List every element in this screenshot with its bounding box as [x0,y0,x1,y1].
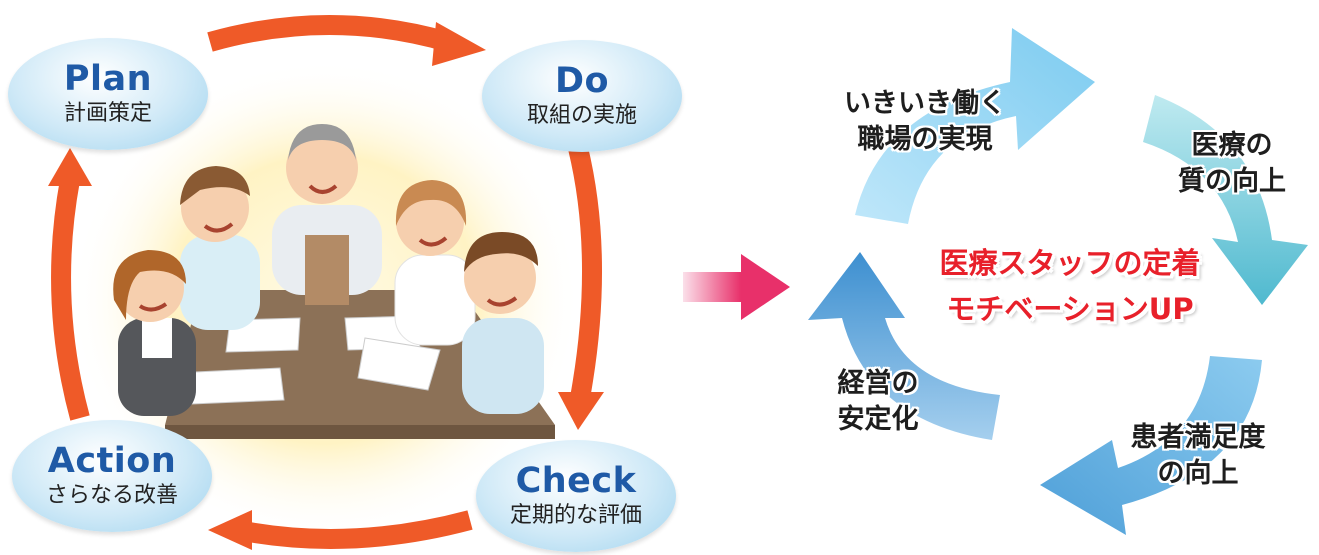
arrowhead-1 [432,22,486,66]
center-message-line2: モチベーションUP [946,292,1194,326]
benefit-cycle-arrows [808,28,1308,535]
cycle-label-workplace: いきいき働く 職場の実現 [810,86,1040,158]
person-doctor [272,124,382,305]
person-woman-left [113,250,196,416]
pdca-do-subtitle: 取組の実施 [526,103,637,128]
pdca-action-subtitle: さらなる改善 [45,483,178,508]
person-man-left [180,166,260,330]
center-message-line1: 医療スタッフの定着 [939,246,1201,280]
cycle-label-management: 経営の 安定化 [808,366,948,438]
meeting-illustration [113,124,555,439]
arrowhead-4 [48,148,92,186]
pdca-do-oval: Do 取組の実施 [482,40,682,152]
pdca-cycle-arrows [51,15,602,549]
cycle-label-satisfaction: 患者満足度 の向上 [1098,420,1298,492]
cycle-arrow-bottom [1040,356,1262,535]
pdca-check-subtitle: 定期的な評価 [509,503,642,528]
pdca-plan-oval: Plan 計画策定 [8,38,208,150]
cycle-label-management-line2: 安定化 [837,404,919,435]
cycle-label-management-line1: 経営の [837,368,919,399]
arrow-action-to-plan [51,178,90,421]
arrow-plan-to-do [207,15,451,52]
cycle-arrow-top [855,28,1095,224]
arrow-check-to-action [236,510,473,549]
cycle-arrow-left [808,252,1000,440]
cycle-label-satisfaction-line2: の向上 [1157,458,1239,489]
pink-transition-arrow [683,254,790,320]
table-edge [165,425,555,439]
pdca-action-title: Action [47,441,177,481]
pdca-check-oval: Check 定期的な評価 [476,440,676,552]
pdca-do-title: Do [554,61,610,101]
arrowhead-3 [208,510,252,550]
pdca-check-title: Check [515,461,637,501]
cycle-label-workplace-line1: いきいき働く [844,88,1006,119]
center-message: 医療スタッフの定着 モチベーションUP [890,240,1250,332]
cycle-label-quality-line1: 医療の [1191,130,1273,161]
person-man-right [462,232,544,414]
person-woman-right [394,180,476,346]
pdca-plan-title: Plan [63,59,153,99]
pdca-action-oval: Action さらなる改善 [12,420,212,532]
cycle-label-workplace-line2: 職場の実現 [857,124,993,155]
pdca-plan-subtitle: 計画策定 [63,101,152,126]
cycle-label-satisfaction-line1: 患者満足度 [1130,422,1266,453]
cycle-label-quality: 医療の 質の向上 [1152,128,1312,200]
pdca-arrow-heads [48,22,604,550]
cycle-label-quality-line2: 質の向上 [1178,166,1286,197]
arrowhead-2 [558,392,604,430]
arrow-do-to-check [568,145,602,400]
cycle-arrow-right [1143,95,1308,305]
